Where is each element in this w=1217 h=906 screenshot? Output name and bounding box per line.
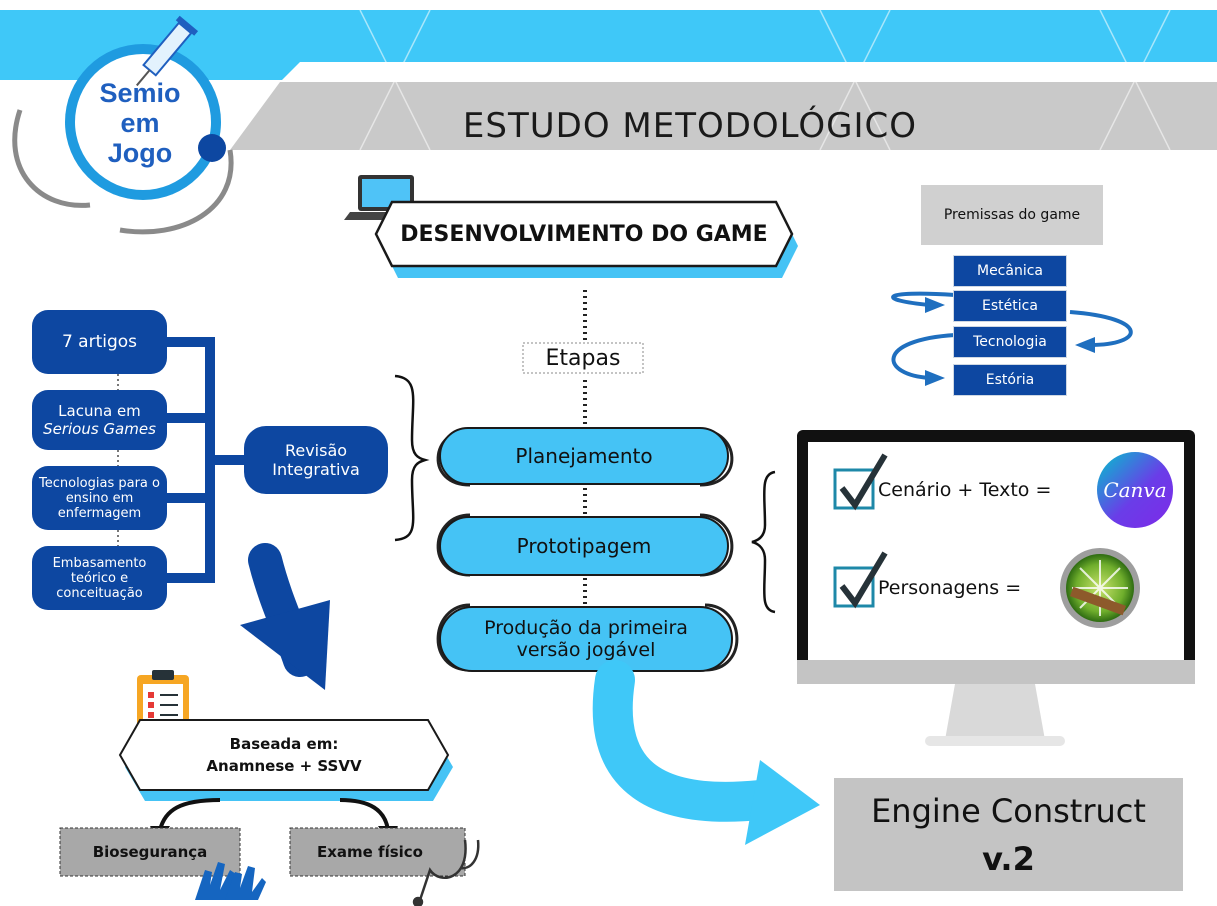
header-white-lower xyxy=(0,150,1217,175)
page-title: ESTUDO METODOLÓGICO xyxy=(462,106,918,146)
development-label: DESENVOLVIMENTO DO GAME xyxy=(400,221,768,247)
biosecurity-label: Biosegurança xyxy=(92,843,208,861)
canva-logo-text: Canva xyxy=(1103,478,1167,502)
logo-line-1: Semio xyxy=(99,78,181,108)
source-item-4: Embasamento teórico e conceituação xyxy=(32,546,167,610)
monitor-brace xyxy=(751,470,776,614)
engine-line-1: Engine Construct xyxy=(871,791,1146,830)
exam-box xyxy=(289,827,466,877)
arrow-to-exam xyxy=(339,798,390,831)
syringe-icon xyxy=(136,15,199,87)
premises-title-box xyxy=(921,185,1103,245)
premise-item-3: Tecnologia xyxy=(953,326,1067,358)
based-on-text: Anamnese + SSVV xyxy=(206,757,362,775)
monitor-row-1-text: Cenário + Texto = xyxy=(878,479,1052,501)
engine-line-2: v.2 xyxy=(982,839,1035,878)
premises-loop-arrow-3-head xyxy=(925,370,945,386)
premises-loop-arrow-3 xyxy=(891,333,956,380)
premises-loop-arrow-1 xyxy=(891,291,956,307)
logo-text: Semio em Jogo xyxy=(70,78,210,168)
stage-1-label: Planejamento xyxy=(515,444,653,468)
engine-label: Engine Construct v.2 xyxy=(834,778,1183,891)
logo-inner-circle xyxy=(75,54,211,190)
logo-line-3: Jogo xyxy=(107,138,173,168)
stage-2-label: Prototipagem xyxy=(516,534,652,558)
biosecurity-box xyxy=(59,827,241,877)
stage-3-label: Produção da primeira versão jogável xyxy=(484,617,688,661)
review-box: Revisão Integrativa xyxy=(244,426,388,494)
source-item-2-italic: Serious Games xyxy=(43,420,156,438)
based-on-title: Baseada em: xyxy=(229,735,339,753)
arrow-to-engine xyxy=(592,660,780,822)
construct-logo-icon xyxy=(1060,548,1140,628)
arrow-down-left-head xyxy=(240,600,330,690)
header-sky-band xyxy=(0,10,1217,62)
stethoscope-icon xyxy=(412,839,480,906)
premise-item-1: Mecânica xyxy=(953,255,1067,287)
based-on-hex xyxy=(118,719,450,791)
canva-logo-icon xyxy=(1097,452,1173,528)
header-gray-band xyxy=(230,82,1217,150)
arrow-to-biosecurity xyxy=(158,798,221,831)
premises-loop-arrow-1-head xyxy=(925,297,945,313)
stages-label: Etapas xyxy=(545,345,621,371)
gloves-icon xyxy=(195,862,266,900)
stages-label-box xyxy=(522,342,644,374)
header-white-stripe xyxy=(280,62,1217,82)
stethoscope-bell-icon xyxy=(198,134,226,162)
checkbox-checked-icon-1 xyxy=(833,453,888,511)
premise-item-2: Estética xyxy=(953,290,1067,322)
based-on-label: Baseada em: Anamnese + SSVV xyxy=(140,722,428,788)
engine-box xyxy=(834,778,1183,891)
stages-brace-left xyxy=(394,374,430,542)
stage-prototipagem-shape xyxy=(436,513,734,577)
source-item-3: Tecnologias para o ensino em enfermagem xyxy=(32,466,167,530)
stethoscope-tube-left xyxy=(12,109,91,208)
watermark-lines xyxy=(359,9,1171,151)
checkbox-checked-icon-2 xyxy=(833,551,888,609)
stage-planejamento-shape xyxy=(436,427,734,487)
stethoscope-tube-right xyxy=(119,149,234,235)
exam-label: Exame físico xyxy=(316,843,423,861)
premises-loop-arrow-2 xyxy=(1069,310,1133,347)
source-item-1: 7 artigos xyxy=(32,310,167,374)
logo xyxy=(12,15,234,235)
arrow-to-engine-head xyxy=(745,760,820,845)
monitor-row-2-text: Personagens = xyxy=(878,577,1022,599)
premises-loop-arrow-2-head xyxy=(1075,337,1095,353)
development-hex xyxy=(374,200,794,268)
stage-producao-shape xyxy=(436,603,739,672)
review-connectors xyxy=(165,337,250,583)
premises-title: Premissas do game xyxy=(943,207,1081,223)
logo-line-2: em xyxy=(120,108,160,138)
premise-item-4: Estória xyxy=(953,364,1067,396)
